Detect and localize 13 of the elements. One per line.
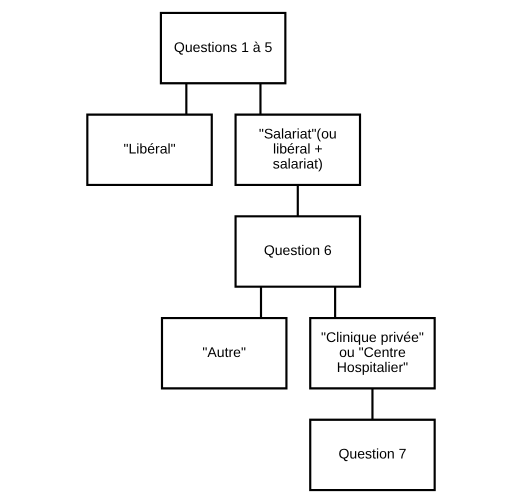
node-box: Question 7 [308, 418, 436, 492]
node-box: "Clinique privée" ou "Centre Hospitalier" [308, 316, 436, 390]
node-box: Questions 1 à 5 [159, 12, 286, 84]
connector [334, 286, 336, 318]
node-box: "Autre" [160, 316, 288, 390]
connector [296, 185, 298, 216]
connector [184, 83, 187, 115]
connector [259, 286, 262, 318]
connector [258, 83, 262, 115]
node-box: "Libéral" [86, 114, 212, 186]
node-box: "Salariat"(ou libéral + salariat) [234, 114, 361, 186]
connector [370, 388, 374, 420]
node-box: Question 6 [234, 215, 361, 288]
